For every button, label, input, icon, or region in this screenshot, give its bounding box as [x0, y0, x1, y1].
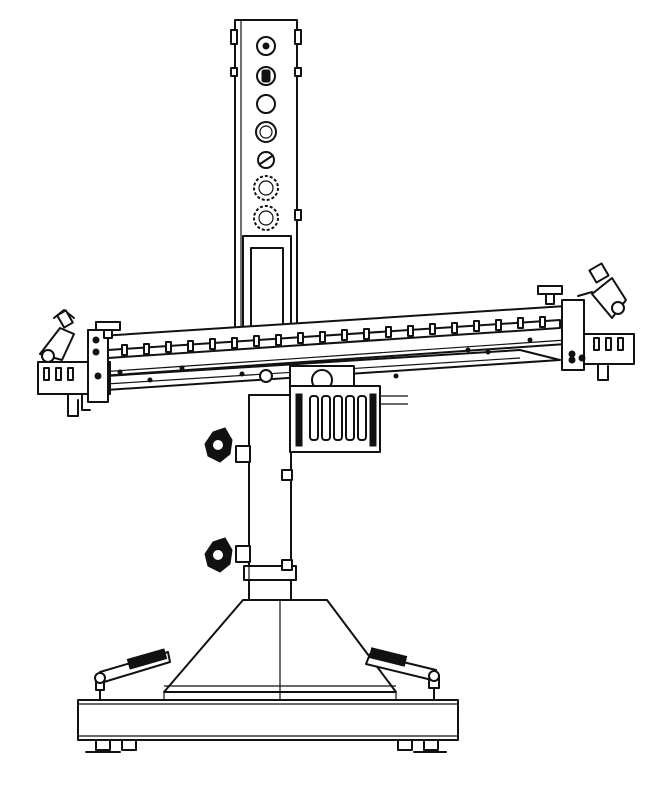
- plus-knob-icon: [256, 36, 276, 56]
- circle-icon: [257, 151, 275, 169]
- circle-icon: [255, 121, 277, 143]
- leveling-foot-right: [397, 739, 447, 753]
- beam-fasteners: [117, 337, 533, 383]
- pyramid-support: [163, 599, 397, 701]
- toggle-clamp-icon-left: [39, 309, 121, 363]
- lever-icon-left: [94, 648, 171, 701]
- star-knob-lower: [204, 537, 233, 573]
- star-knob-upper: [204, 427, 233, 463]
- pivot-plate: [289, 365, 408, 453]
- circle-icon: [253, 205, 279, 231]
- beam-slots: [43, 316, 624, 381]
- lever-icon-right: [365, 647, 440, 701]
- circle-icon: [253, 175, 279, 201]
- adjustment-holes: [253, 36, 279, 231]
- toggle-clamp-icon-right: [537, 262, 627, 319]
- leveling-foot-left: [85, 739, 137, 753]
- lower-post: [235, 394, 297, 601]
- base-plate: [77, 699, 459, 741]
- circle-icon: [256, 94, 276, 114]
- circle-icon: [256, 66, 276, 86]
